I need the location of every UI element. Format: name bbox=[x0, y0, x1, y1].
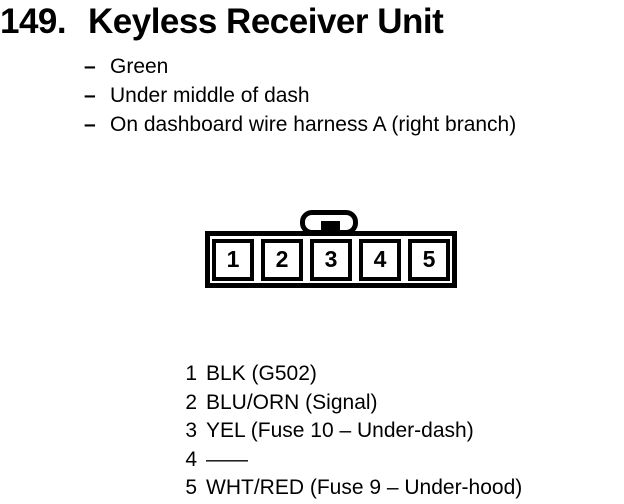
pinout-row: 4 —— bbox=[183, 446, 522, 475]
pinout-row: 2 BLU/ORN (Signal) bbox=[183, 389, 522, 418]
pinout-row: 3 YEL (Fuse 10 – Under-dash) bbox=[183, 417, 522, 446]
bullet-dash: – bbox=[84, 55, 96, 78]
pinout-wire-description: BLU/ORN (Signal) bbox=[206, 390, 378, 414]
pinout-wire-description: WHT/RED (Fuse 9 – Under-hood) bbox=[206, 476, 523, 499]
pin-cell-3: 3 bbox=[310, 238, 352, 281]
attribute-text: Under middle of dash bbox=[110, 84, 310, 107]
pin-cell-2: 2 bbox=[261, 238, 303, 281]
attribute-item: – Green bbox=[84, 52, 516, 81]
connector-body: 1 2 3 4 5 bbox=[205, 231, 457, 288]
pinout-pin-number: 2 bbox=[185, 390, 197, 414]
section-title: Keyless Receiver Unit bbox=[88, 2, 444, 41]
pinout-pin-number: 3 bbox=[185, 419, 197, 442]
attribute-text: Green bbox=[110, 55, 169, 78]
pinout-pin-number: 4 bbox=[185, 447, 197, 471]
pinout-row: 1 BLK (G502) bbox=[183, 360, 522, 389]
pin-cell-5: 5 bbox=[408, 238, 450, 281]
attribute-item: – Under middle of dash bbox=[84, 81, 516, 110]
connector-latch-stem bbox=[321, 221, 340, 231]
pinout-pin-number: 5 bbox=[185, 476, 197, 499]
pin-cell-1: 1 bbox=[212, 238, 254, 281]
pinout-pin-number: 1 bbox=[185, 362, 197, 385]
bullet-dash: – bbox=[84, 113, 96, 136]
section-number: 149. bbox=[0, 2, 67, 41]
pinout-wire-description: —— bbox=[206, 447, 248, 471]
pinout-wire-description: BLK (G502) bbox=[206, 362, 317, 385]
attribute-item: – On dashboard wire harness A (right bra… bbox=[84, 110, 516, 139]
attribute-list: – Green – Under middle of dash – On dash… bbox=[84, 52, 516, 139]
pinout-list: 1 BLK (G502) 2 BLU/ORN (Signal) 3 YEL (F… bbox=[183, 360, 522, 503]
pinout-row: 5 WHT/RED (Fuse 9 – Under-hood) bbox=[183, 474, 522, 503]
attribute-text: On dashboard wire harness A (right branc… bbox=[110, 113, 517, 136]
pin-cell-4: 4 bbox=[359, 238, 401, 281]
page-title: 149. Keyless Receiver Unit bbox=[0, 2, 444, 42]
pinout-wire-description: YEL (Fuse 10 – Under-dash) bbox=[206, 419, 474, 442]
bullet-dash: – bbox=[84, 84, 96, 107]
